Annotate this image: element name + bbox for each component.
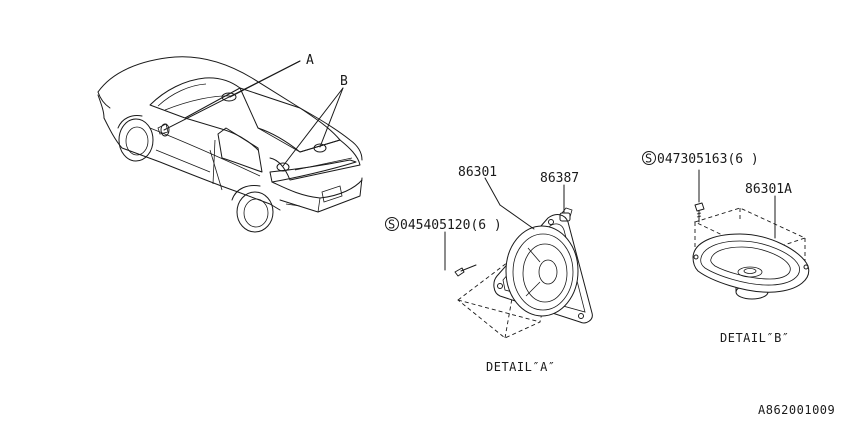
part-86301-label: 86301	[458, 165, 497, 180]
callout-a: A	[163, 53, 314, 131]
callout-a-label: A	[306, 53, 314, 68]
part-86387-label: 86387	[540, 171, 579, 186]
part-86301A-label: 86301A	[745, 182, 792, 197]
callout-b: B	[282, 74, 348, 167]
detail-b-caption: DETAIL″B″	[720, 331, 790, 345]
detail-a-assembly	[444, 177, 593, 339]
car-illustration	[97, 56, 363, 233]
screw-b-part-number: 047305163(6 )	[657, 152, 759, 167]
screw-a-callout: S 045405120(6 )	[385, 217, 502, 233]
diagram-id: A862001009	[758, 403, 835, 417]
screw-b	[694, 202, 705, 223]
callout-b-label: B	[340, 74, 348, 89]
screw-b-symbol: S	[645, 152, 653, 166]
detail-a-caption: DETAIL″A″	[486, 360, 556, 374]
screw-a-part-number: 045405120(6 )	[400, 218, 502, 233]
screw-a-symbol: S	[388, 218, 396, 232]
screw-b-callout: S 047305163(6 )	[642, 151, 759, 167]
detail-b-assembly	[692, 169, 810, 300]
screw-a	[454, 264, 477, 277]
